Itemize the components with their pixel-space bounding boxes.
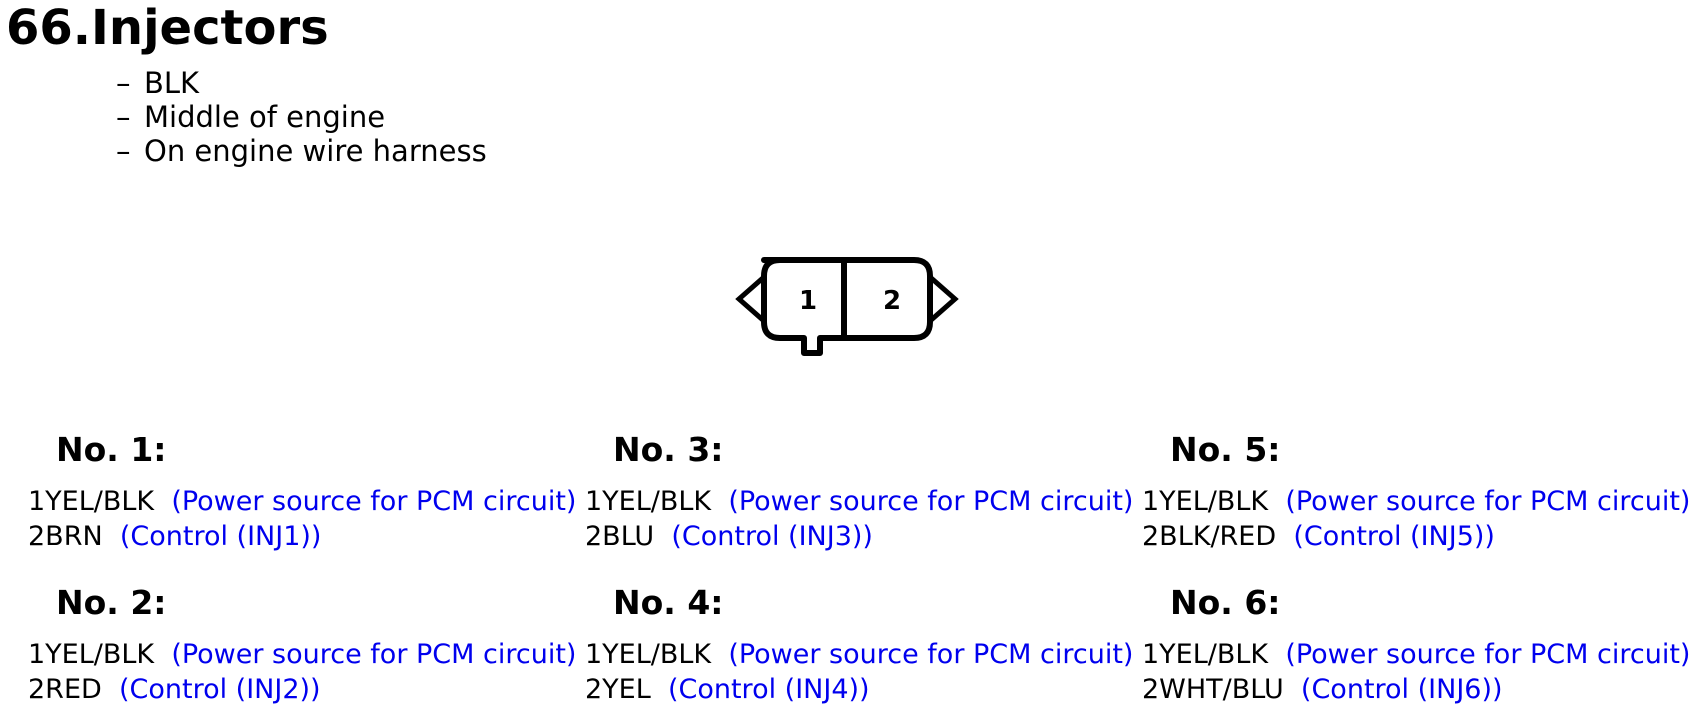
- pin-row: 2BLK/RED (Control (INJ5)): [1142, 519, 1696, 554]
- injector-title: No. 1:: [56, 430, 167, 469]
- pin-row: 2BLU (Control (INJ3)): [585, 519, 1145, 554]
- wire-code: 1YEL/BLK: [28, 486, 155, 517]
- note-text: On engine wire harness: [144, 134, 487, 168]
- wire-code: 2BLK/RED: [1142, 521, 1277, 552]
- connector-outline-right: [844, 257, 933, 341]
- dash: –: [116, 134, 131, 168]
- pin-row: 1YEL/BLK (Power source for PCM circuit): [1142, 484, 1696, 519]
- wire-code: 1YEL/BLK: [1142, 639, 1269, 670]
- pin-row: 2RED (Control (INJ2)): [28, 672, 588, 707]
- pin-label-1: 1: [799, 286, 817, 316]
- left-latch: [735, 275, 766, 323]
- pin-description: (Control (INJ2)): [118, 674, 321, 705]
- injector-block-4: No. 4: 1YEL/BLK (Power source for PCM ci…: [585, 583, 1145, 707]
- wire-code: 2BRN: [28, 521, 103, 552]
- page-title: 66.Injectors: [6, 0, 329, 56]
- injector-title: No. 2:: [56, 583, 167, 622]
- pin-row: 2YEL (Control (INJ4)): [585, 672, 1145, 707]
- pin-label-2: 2: [883, 286, 901, 316]
- pin-description: (Control (INJ4)): [667, 674, 870, 705]
- wire-code: 2YEL: [585, 674, 651, 705]
- injector-title: No. 4:: [613, 583, 724, 622]
- injector-title: No. 3:: [613, 430, 724, 469]
- wire-code: 1YEL/BLK: [585, 639, 712, 670]
- pin-description: (Power source for PCM circuit): [171, 639, 577, 670]
- pin-description: (Power source for PCM circuit): [1285, 639, 1691, 670]
- wire-code: 2RED: [28, 674, 102, 705]
- pin-row: 1YEL/BLK (Power source for PCM circuit): [585, 484, 1145, 519]
- wire-code: 2BLU: [585, 521, 655, 552]
- pin-row: 1YEL/BLK (Power source for PCM circuit): [28, 637, 588, 672]
- connector-notes: –BLK –Middle of engine –On engine wire h…: [116, 66, 487, 168]
- wire-code: 1YEL/BLK: [585, 486, 712, 517]
- injector-block-5: No. 5: 1YEL/BLK (Power source for PCM ci…: [1142, 430, 1696, 554]
- pin-description: (Power source for PCM circuit): [728, 486, 1134, 517]
- pin-description: (Control (INJ3)): [671, 521, 873, 552]
- wire-code: 2WHT/BLU: [1142, 674, 1284, 705]
- pin-row: 1YEL/BLK (Power source for PCM circuit): [585, 637, 1145, 672]
- pin-description: (Power source for PCM circuit): [171, 486, 577, 517]
- pin-row: 1YEL/BLK (Power source for PCM circuit): [1142, 637, 1696, 672]
- injector-block-3: No. 3: 1YEL/BLK (Power source for PCM ci…: [585, 430, 1145, 554]
- wire-code: 1YEL/BLK: [28, 639, 155, 670]
- note-item: –BLK: [116, 66, 487, 100]
- pin-description: (Power source for PCM circuit): [728, 639, 1134, 670]
- connector-outline: [761, 257, 847, 356]
- injector-block-1: No. 1: 1YEL/BLK (Power source for PCM ci…: [28, 430, 588, 554]
- dash: –: [116, 66, 131, 100]
- pin-row: 2BRN (Control (INJ1)): [28, 519, 588, 554]
- connector-diagram: 1 2: [735, 257, 959, 356]
- pin-row: 2WHT/BLU (Control (INJ6)): [1142, 672, 1696, 707]
- wire-code: 1YEL/BLK: [1142, 486, 1269, 517]
- note-item: –On engine wire harness: [116, 134, 487, 168]
- pin-description: (Power source for PCM circuit): [1285, 486, 1691, 517]
- note-text: BLK: [144, 66, 200, 100]
- injector-title: No. 5:: [1170, 430, 1281, 469]
- pin-description: (Control (INJ5)): [1293, 521, 1495, 552]
- pin-description: (Control (INJ6)): [1300, 674, 1503, 705]
- injector-block-6: No. 6: 1YEL/BLK (Power source for PCM ci…: [1142, 583, 1696, 707]
- dash: –: [116, 100, 131, 134]
- injector-block-2: No. 2: 1YEL/BLK (Power source for PCM ci…: [28, 583, 588, 707]
- pin-row: 1YEL/BLK (Power source for PCM circuit): [28, 484, 588, 519]
- note-item: –Middle of engine: [116, 100, 487, 134]
- note-text: Middle of engine: [144, 100, 386, 134]
- injector-title: No. 6:: [1170, 583, 1281, 622]
- pin-description: (Control (INJ1)): [119, 521, 322, 552]
- right-latch: [928, 275, 959, 323]
